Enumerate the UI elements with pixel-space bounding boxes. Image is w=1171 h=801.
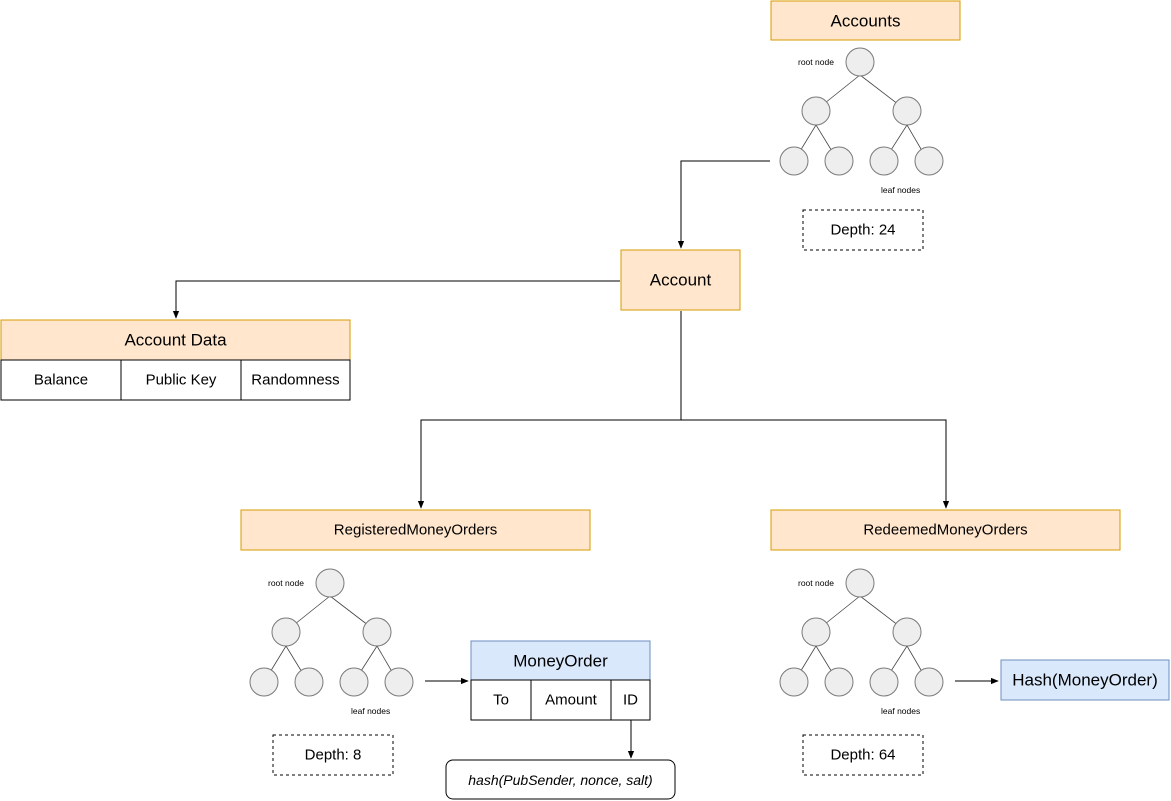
tree-root-label: root node bbox=[798, 578, 834, 588]
registered-depth-box: Depth: 8 bbox=[272, 734, 394, 776]
account-data-field-randomness: Randomness bbox=[251, 372, 339, 389]
id-formula-box: hash(PubSender, nonce, salt) bbox=[445, 759, 676, 800]
money-order-title: MoneyOrder bbox=[513, 652, 608, 671]
tree-root-node bbox=[315, 568, 345, 598]
redeemed-depth-box: Depth: 64 bbox=[802, 734, 924, 776]
tree-inner-node bbox=[801, 96, 831, 126]
tree-root-node bbox=[845, 47, 875, 77]
redeemed-money-orders-title: RedeemedMoneyOrders bbox=[863, 522, 1027, 539]
redeemed-depth-label: Depth: 64 bbox=[830, 747, 895, 764]
tree-root-label: root node bbox=[268, 578, 304, 588]
tree-inner-node bbox=[271, 617, 301, 647]
registered-money-orders-title: RegisteredMoneyOrders bbox=[334, 522, 497, 539]
tree-leaf-node bbox=[914, 146, 944, 176]
tree-leaf-node bbox=[824, 667, 854, 697]
tree-leaf-node bbox=[914, 667, 944, 697]
redeemed-money-orders-box: RedeemedMoneyOrders bbox=[770, 509, 1121, 551]
tree-leaf-node bbox=[249, 667, 279, 697]
money-order-field-id: ID bbox=[623, 692, 638, 709]
id-formula-text: hash(PubSender, nonce, salt) bbox=[468, 772, 652, 788]
hash-money-order-box: Hash(MoneyOrder) bbox=[1000, 659, 1170, 701]
registered-money-orders-box: RegisteredMoneyOrders bbox=[240, 509, 591, 551]
registered-merkle-tree: root node leaf nodes bbox=[249, 568, 414, 716]
tree-leaf-node bbox=[824, 146, 854, 176]
tree-leaf-node bbox=[779, 667, 809, 697]
tree-inner-node bbox=[362, 617, 392, 647]
accounts-merkle-tree: root node leaf nodes bbox=[779, 47, 944, 195]
account-title: Account bbox=[650, 271, 712, 290]
edge-account-to-registered bbox=[417, 419, 681, 509]
tree-leaf-label: leaf nodes bbox=[881, 706, 920, 716]
tree-leaf-label: leaf nodes bbox=[881, 185, 920, 195]
tree-leaf-node bbox=[339, 667, 369, 697]
edge-accounts-to-account bbox=[677, 160, 770, 249]
tree-root-node bbox=[845, 568, 875, 598]
tree-inner-node bbox=[801, 617, 831, 647]
money-order-field-amount: Amount bbox=[545, 692, 598, 709]
edge-account-to-redeemed bbox=[681, 419, 950, 509]
account-data-title: Account Data bbox=[124, 331, 227, 350]
edge-account-to-account-data bbox=[172, 280, 620, 319]
accounts-box: Accounts bbox=[770, 0, 961, 41]
accounts-depth-box: Depth: 24 bbox=[802, 209, 924, 251]
tree-leaf-node bbox=[869, 146, 899, 176]
account-data-field-balance: Balance bbox=[34, 372, 88, 389]
accounts-title: Accounts bbox=[831, 12, 901, 31]
money-order-table: MoneyOrder To Amount ID bbox=[470, 640, 651, 721]
account-data-table: Account Data Balance Public Key Randomne… bbox=[0, 319, 351, 401]
registered-depth-label: Depth: 8 bbox=[305, 747, 362, 764]
tree-inner-node bbox=[892, 96, 922, 126]
tree-inner-node bbox=[892, 617, 922, 647]
hash-money-order-text: Hash(MoneyOrder) bbox=[1012, 671, 1158, 690]
account-box: Account bbox=[620, 249, 741, 311]
tree-leaf-node bbox=[779, 146, 809, 176]
tree-leaf-node bbox=[869, 667, 899, 697]
accounts-depth-label: Depth: 24 bbox=[830, 222, 895, 239]
redeemed-merkle-tree: root node leaf nodes bbox=[779, 568, 944, 716]
money-order-field-to: To bbox=[493, 692, 509, 709]
tree-leaf-label: leaf nodes bbox=[351, 706, 390, 716]
account-data-field-public-key: Public Key bbox=[146, 372, 217, 389]
tree-leaf-node bbox=[384, 667, 414, 697]
tree-root-label: root node bbox=[798, 57, 834, 67]
tree-leaf-node bbox=[294, 667, 324, 697]
